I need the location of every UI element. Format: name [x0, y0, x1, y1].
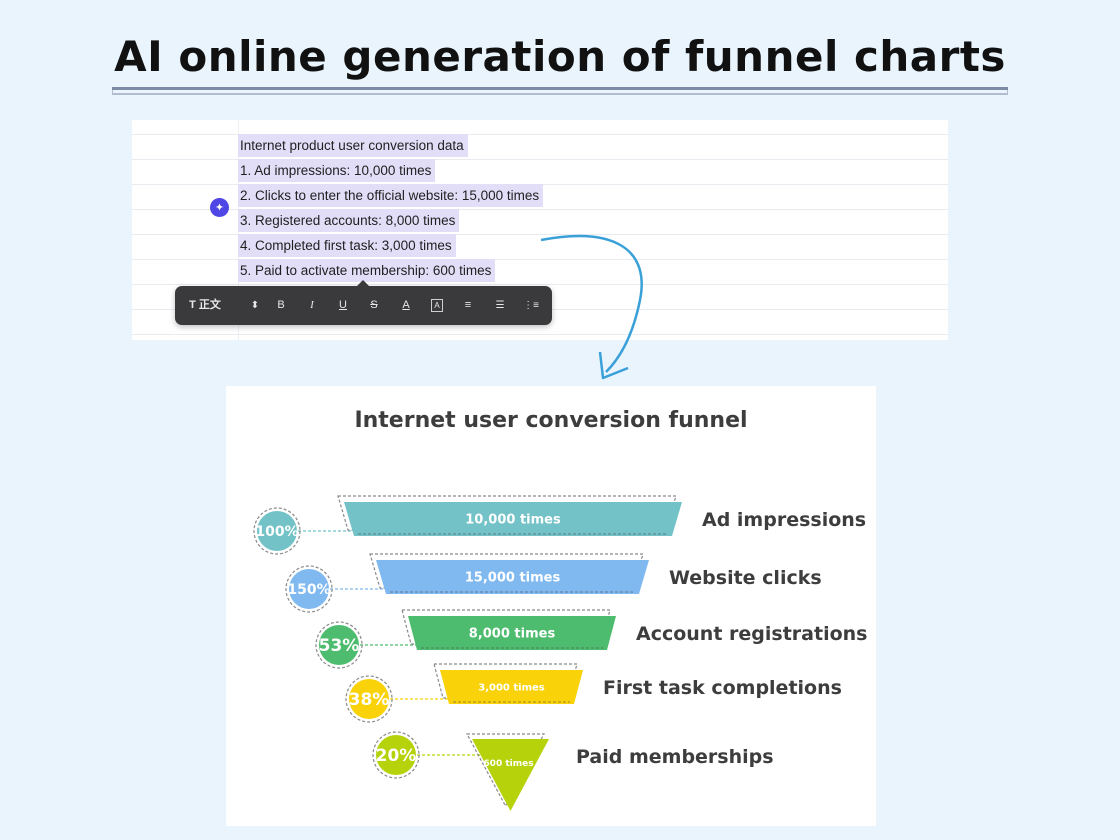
- doc-line-2[interactable]: 2. Clicks to enter the official website:…: [238, 184, 544, 207]
- numbered-list-icon[interactable]: ⋮≡: [523, 300, 539, 311]
- doc-line-4[interactable]: 4. Completed first task: 3,000 times: [238, 234, 456, 257]
- doc-line-5[interactable]: 5. Paid to activate membership: 600 time…: [238, 259, 496, 282]
- align-left-icon[interactable]: ≡: [464, 299, 472, 311]
- value-label: 10,000 times: [465, 513, 561, 528]
- funnel-bar: [472, 739, 549, 811]
- category-label: Website clicks: [669, 567, 822, 589]
- doc-line-3[interactable]: 3. Registered accounts: 8,000 times: [238, 209, 460, 232]
- percent-circle-outline: [372, 731, 420, 779]
- value-label: 15,000 times: [465, 571, 561, 586]
- funnel-chart: 100% 10,000 times Ad impressions 150% 15,000…: [253, 495, 867, 811]
- funnel-stage-1: 100% 10,000 times Ad impressions: [253, 495, 866, 555]
- sparkle-icon: ✦: [214, 201, 225, 214]
- funnel-stage-2: 150% 15,000 times Website clicks: [285, 553, 822, 613]
- underline-icon[interactable]: U: [339, 299, 347, 311]
- doc-line-heading[interactable]: Internet product user conversion data: [238, 134, 468, 157]
- headline: AI online generation of funnel charts: [0, 32, 1120, 90]
- value-label: 600 times: [483, 759, 533, 769]
- funnel-bar: [376, 560, 649, 594]
- percent-label: 20%: [376, 746, 417, 766]
- percent-circle: [319, 625, 359, 665]
- funnel-bar: [344, 502, 682, 536]
- text-style-dropdown[interactable]: T 正文: [189, 299, 221, 311]
- funnel-bar-outline: [369, 553, 644, 589]
- document-editor[interactable]: Internet product user conversion data 1.…: [132, 120, 948, 340]
- percent-circle: [349, 679, 389, 719]
- percent-label: 150%: [287, 582, 330, 598]
- funnel-stage-5: 20% 600 times Paid memberships: [372, 731, 774, 811]
- category-label: Ad impressions: [702, 509, 866, 531]
- doc-line-1[interactable]: 1. Ad impressions: 10,000 times: [238, 159, 436, 182]
- funnel-bar-outline: [433, 663, 578, 699]
- percent-circle: [257, 511, 297, 551]
- percent-circle-outline: [345, 675, 393, 723]
- percent-label: 100%: [255, 524, 298, 540]
- funnel-stage-3: 53% 8,000 times Account registrations: [315, 609, 867, 669]
- funnel-bar: [408, 616, 616, 650]
- bulleted-list-icon[interactable]: ☰: [495, 300, 505, 311]
- text-style-stepper-icon[interactable]: ⬍: [250, 300, 260, 311]
- ai-assistant-button[interactable]: ✦: [210, 198, 229, 217]
- funnel-bar: [440, 670, 583, 704]
- headline-text: AI online generation of funnel charts: [112, 32, 1008, 90]
- highlight-icon[interactable]: A: [429, 286, 445, 325]
- funnel-stage-4: 38% 3,000 times First task completions: [345, 663, 842, 723]
- percent-circle-outline: [253, 507, 301, 555]
- category-label: First task completions: [603, 677, 842, 699]
- percent-label: 38%: [349, 690, 390, 710]
- highlight-glyph: A: [431, 299, 443, 312]
- value-label: 8,000 times: [469, 627, 556, 642]
- category-label: Account registrations: [636, 623, 867, 645]
- funnel-chart-card: Internet user conversion funnel 100% 10,0…: [226, 386, 876, 826]
- value-label: 3,000 times: [478, 683, 545, 694]
- italic-icon[interactable]: I: [310, 299, 314, 311]
- format-toolbar: T 正文 ⬍ B I U S A A ≡ ☰ ⋮≡: [175, 280, 552, 325]
- percent-label: 53%: [319, 636, 360, 656]
- bold-icon[interactable]: B: [277, 299, 285, 311]
- category-label: Paid memberships: [576, 746, 774, 768]
- chart-title: Internet user conversion funnel: [354, 408, 748, 433]
- percent-circle: [289, 569, 329, 609]
- percent-circle-outline: [315, 621, 363, 669]
- strikethrough-icon[interactable]: S: [370, 299, 378, 311]
- percent-circle: [376, 735, 416, 775]
- percent-circle-outline: [285, 565, 333, 613]
- font-color-icon[interactable]: A: [402, 299, 410, 311]
- funnel-bar-outline: [337, 495, 677, 531]
